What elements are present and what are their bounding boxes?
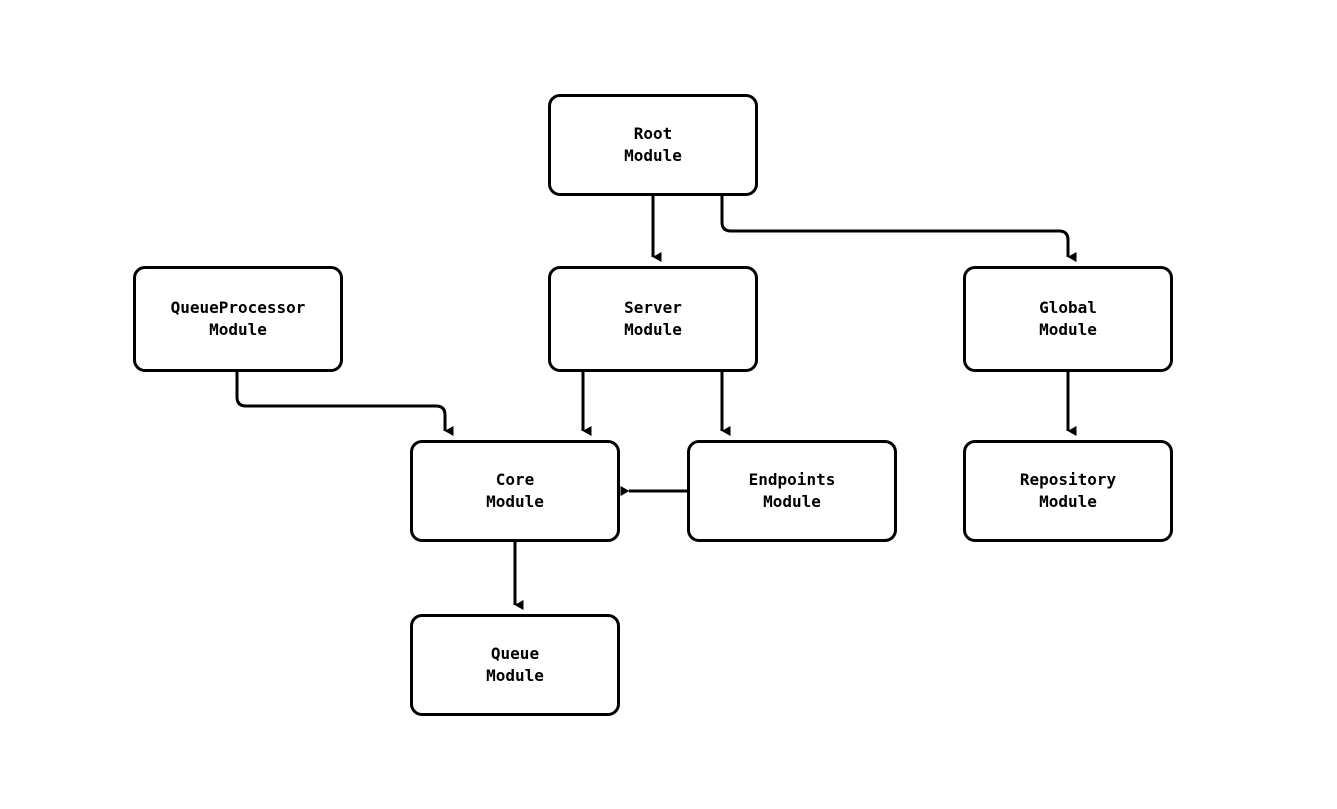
node-endpoints-module[interactable]: Endpoints Module xyxy=(687,440,897,542)
edge-root-to-global xyxy=(720,196,1077,262)
node-server-module-label: Server Module xyxy=(624,298,682,339)
node-queueprocessor-module[interactable]: QueueProcessor Module xyxy=(133,266,343,372)
edge-queueprocessor-to-core xyxy=(235,372,454,436)
node-core-module[interactable]: Core Module xyxy=(410,440,620,542)
node-endpoints-module-label: Endpoints Module xyxy=(748,470,836,511)
node-root-module-label: Root Module xyxy=(624,124,682,165)
node-queue-module[interactable]: Queue Module xyxy=(410,614,620,716)
node-server-module[interactable]: Server Module xyxy=(548,266,758,372)
node-repository-module[interactable]: Repository Module xyxy=(963,440,1173,542)
node-global-module-label: Global Module xyxy=(1039,298,1097,339)
node-core-module-label: Core Module xyxy=(486,470,544,511)
node-root-module[interactable]: Root Module xyxy=(548,94,758,196)
node-global-module[interactable]: Global Module xyxy=(963,266,1173,372)
node-queue-module-label: Queue Module xyxy=(486,644,544,685)
node-queueprocessor-module-label: QueueProcessor Module xyxy=(170,298,306,339)
node-repository-module-label: Repository Module xyxy=(1019,470,1117,511)
